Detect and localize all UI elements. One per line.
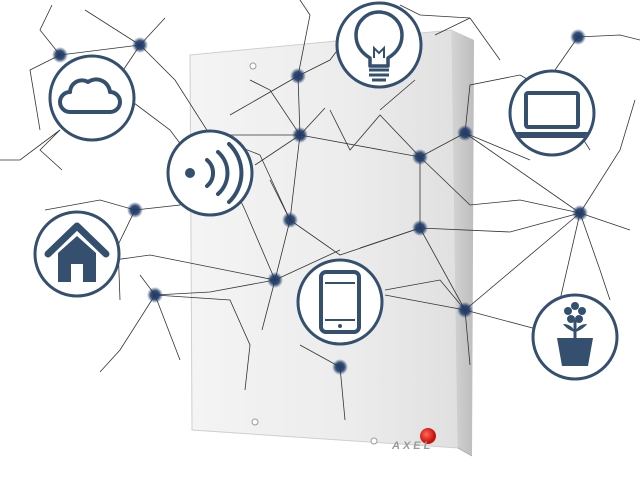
network-node — [127, 202, 143, 218]
cloud-icon — [48, 54, 136, 142]
home-icon — [33, 210, 121, 298]
metal-enclosure — [189, 29, 474, 457]
network-node — [290, 68, 306, 84]
network-node — [292, 127, 308, 143]
status-light — [420, 428, 436, 444]
brand-logo: AXEL — [392, 440, 434, 452]
network-node — [572, 205, 588, 221]
wifi-signal-icon — [166, 129, 254, 217]
network-node — [412, 220, 428, 236]
network-node — [132, 37, 148, 53]
network-node — [267, 272, 283, 288]
tablet-icon — [296, 258, 384, 346]
network-node — [457, 302, 473, 318]
network-node — [570, 29, 586, 45]
network-node — [52, 47, 68, 63]
network-node — [332, 359, 348, 375]
network-nodes — [52, 29, 588, 375]
network-node — [282, 212, 298, 228]
lightbulb-icon — [335, 1, 423, 89]
laptop-icon — [508, 69, 596, 157]
flower-pot-icon — [531, 293, 619, 381]
network-node — [457, 125, 473, 141]
network-node — [412, 149, 428, 165]
network-node — [147, 287, 163, 303]
